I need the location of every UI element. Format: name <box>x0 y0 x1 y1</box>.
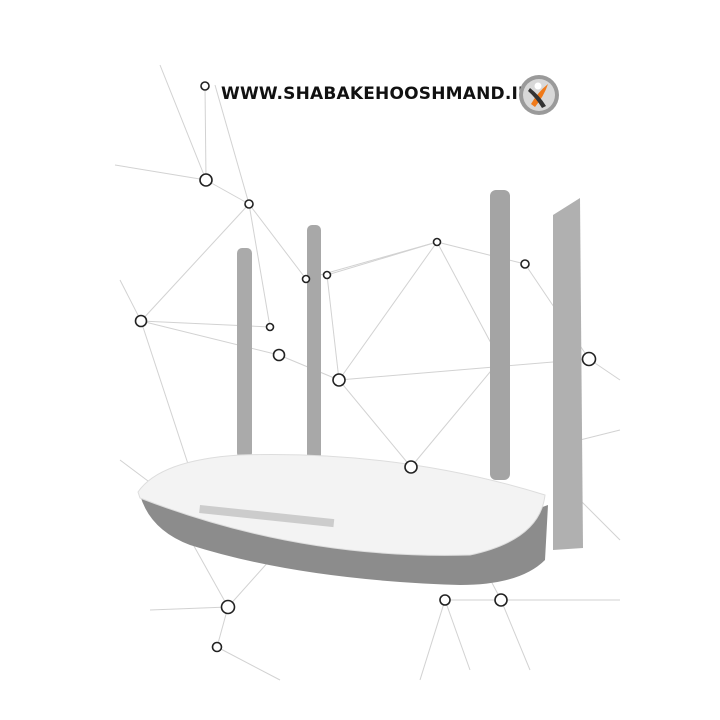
antenna-2 <box>307 225 321 460</box>
router-body <box>137 454 546 556</box>
led-panel <box>199 505 335 528</box>
antenna-3 <box>490 190 510 480</box>
antenna-1 <box>237 248 252 458</box>
network-lines <box>114 64 621 681</box>
antenna-4 <box>553 198 583 550</box>
network-nodes <box>134 81 597 653</box>
router <box>137 190 583 585</box>
site-logo-icon <box>519 75 559 115</box>
watermark-text: WWW.SHABAKEHOOSHMAND.IR <box>221 84 532 104</box>
